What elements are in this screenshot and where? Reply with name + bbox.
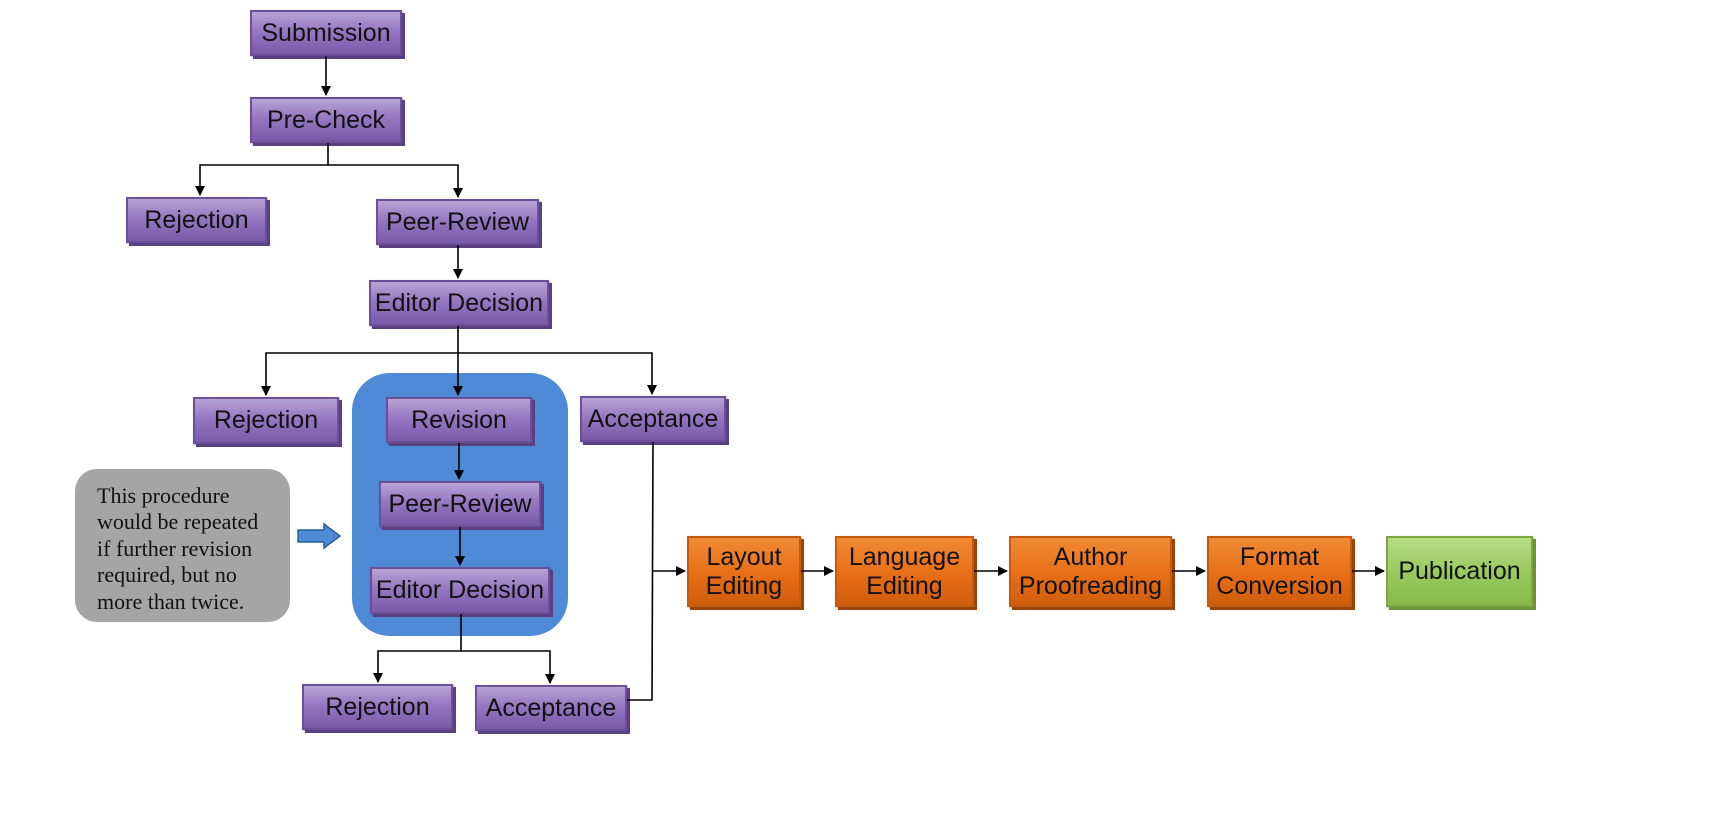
rejection-node-1: Rejection: [126, 197, 267, 243]
peer-review-label-1: Peer-Review: [385, 207, 530, 236]
connector-editor-decision-2-to-acceptance: [461, 650, 555, 684]
editor-decision-label-2: Editor Decision: [375, 576, 545, 605]
peer-review-node-1: Peer-Review: [376, 199, 539, 245]
connector-precheck-to-rejection: [195, 143, 329, 196]
connector-precheck-to-peer-review: [328, 164, 463, 198]
language-editing-node: Language Editing: [835, 536, 974, 607]
submission-label: Submission: [261, 18, 391, 47]
format-conversion-node: Format Conversion: [1207, 536, 1352, 607]
revision-node: Revision: [386, 397, 532, 443]
acceptance-label-1: Acceptance: [587, 404, 719, 433]
publication-node: Publication: [1386, 536, 1533, 607]
layout-editing-label-line-2: Editing: [705, 571, 783, 600]
format-conversion-label-line-2: Conversion: [1216, 571, 1343, 600]
precheck-label: Pre-Check: [266, 105, 386, 134]
submission-node: Submission: [250, 10, 402, 56]
editor-decision-label-1: Editor Decision: [374, 288, 544, 317]
layout-editing-node: Layout Editing: [687, 536, 801, 607]
revision-note: This procedure would be repeated if furt…: [75, 469, 290, 622]
rejection-label-3: Rejection: [325, 692, 430, 721]
editor-decision-node-1: Editor Decision: [369, 280, 549, 326]
rejection-node-3: Rejection: [302, 684, 453, 730]
format-conversion-label-line-1: Format: [1239, 542, 1320, 571]
language-editing-label-line-1: Language: [848, 542, 961, 571]
author-proofreading-label-line-1: Author: [1053, 542, 1128, 571]
publication-label: Publication: [1398, 557, 1521, 586]
peer-review-label-2: Peer-Review: [388, 489, 532, 518]
acceptance-node-1: Acceptance: [580, 396, 726, 442]
rejection-label-2: Rejection: [213, 406, 319, 435]
layout-editing-label-line-1: Layout: [706, 542, 782, 571]
language-editing-label-line-2: Editing: [866, 571, 943, 600]
acceptance-label-2: Acceptance: [485, 693, 617, 722]
rejection-node-2: Rejection: [193, 397, 339, 444]
right-arrow-icon: [297, 522, 342, 550]
acceptance-node-2: Acceptance: [475, 685, 627, 731]
precheck-node: Pre-Check: [250, 97, 402, 143]
connector-acceptance-2-merge: [627, 441, 654, 701]
editor-decision-node-2: Editor Decision: [370, 567, 550, 614]
author-proofreading-node: Author Proofreading: [1009, 536, 1172, 607]
peer-review-node-2: Peer-Review: [379, 481, 541, 527]
revision-label: Revision: [411, 405, 507, 434]
author-proofreading-label-line-2: Proofreading: [1018, 571, 1163, 600]
rejection-label-1: Rejection: [144, 205, 249, 234]
